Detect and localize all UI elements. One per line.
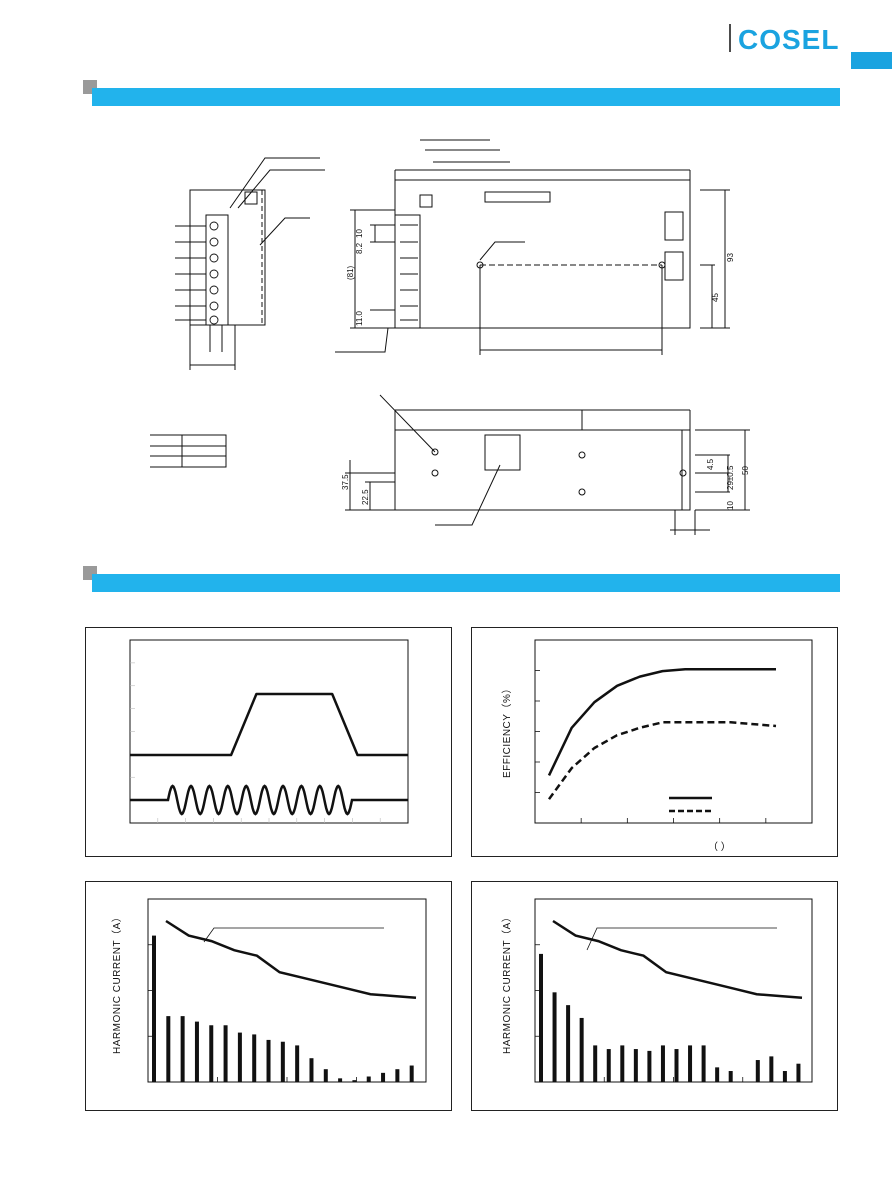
bar (352, 1080, 357, 1082)
harmonic-chart-left-panel: HARMONIC CURRENT（A） (85, 881, 452, 1111)
bar (782, 1071, 787, 1082)
dim-label: 10 (726, 501, 735, 510)
bar (552, 992, 557, 1082)
svg-text:COSEL: COSEL (738, 24, 839, 55)
waveform-chart (129, 639, 409, 824)
bar (769, 1056, 774, 1082)
dim-label: (81) (346, 265, 355, 280)
harmonic-chart-left (147, 898, 427, 1083)
efficiency-chart-panel: （ ） EFFICIENCY（%） (471, 627, 838, 857)
dim-label: 50 (741, 466, 750, 475)
dim-label: 93 (726, 253, 735, 262)
bar (647, 1050, 652, 1082)
dim-label: 4.5 (706, 458, 715, 470)
series-line (130, 692, 408, 757)
dim-label: 22.5 (361, 489, 370, 505)
bar (409, 1065, 414, 1082)
series-line (547, 668, 776, 776)
bar (280, 1041, 285, 1082)
dim-label: 37.5 (341, 474, 350, 490)
bar (323, 1069, 328, 1082)
waveform-chart-panel (85, 627, 452, 857)
bar (701, 1045, 706, 1082)
bar (381, 1072, 386, 1082)
section-header-outline (92, 88, 840, 106)
bar (223, 1025, 228, 1082)
y-axis-label: HARMONIC CURRENT（A） (502, 911, 513, 1054)
dim-label: 29±0.5 (726, 465, 735, 490)
bar (674, 1049, 679, 1082)
y-axis-label: HARMONIC CURRENT（A） (112, 911, 123, 1054)
bar (755, 1060, 760, 1082)
bar (606, 1049, 611, 1082)
page-tab-marker (851, 52, 892, 69)
bar (152, 935, 156, 1082)
bar (252, 1034, 257, 1082)
harmonic-chart-right-panel: HARMONIC CURRENT（A） (471, 881, 838, 1111)
bar (395, 1069, 400, 1082)
plot-frame (534, 639, 813, 824)
dim-label: 10 (355, 229, 364, 238)
bar (796, 1063, 801, 1082)
bar (166, 1016, 171, 1082)
bar (593, 1045, 598, 1082)
efficiency-chart: （ ） (534, 639, 813, 853)
bar (715, 1067, 720, 1082)
bar (266, 1039, 271, 1082)
limit-leader-line (203, 927, 384, 943)
bar (566, 1005, 571, 1082)
bar (237, 1032, 242, 1082)
bar (194, 1021, 199, 1082)
outline-drawing: 10 8.2 (81) 11.0 93 45 37.5 22.5 4.5 29±… (147, 130, 750, 550)
bar (633, 1049, 638, 1082)
limit-leader-line (586, 927, 777, 951)
section-header-performance (92, 574, 840, 592)
bar (688, 1045, 693, 1082)
x-axis-label: （ ） (708, 841, 731, 853)
dim-label: 45 (711, 293, 720, 302)
bar (180, 1016, 185, 1082)
bar (539, 953, 543, 1082)
cosel-logo: COSEL (724, 20, 844, 56)
y-axis-label: EFFICIENCY（%） (502, 683, 513, 778)
bar (660, 1045, 665, 1082)
bar (620, 1045, 625, 1082)
harmonic-chart-right (534, 898, 813, 1083)
bar (209, 1025, 214, 1082)
series-line (547, 721, 777, 800)
series-line (130, 784, 408, 816)
bar (579, 1017, 584, 1082)
bar (366, 1076, 371, 1082)
dim-label: 8.2 (355, 242, 364, 254)
bar (295, 1045, 300, 1082)
dim-label: 11.0 (355, 310, 364, 326)
plot-frame (147, 898, 427, 1083)
bar (728, 1071, 733, 1082)
limit-line (165, 919, 417, 1000)
bar (309, 1058, 314, 1082)
bar (338, 1078, 343, 1082)
plot-frame (534, 898, 813, 1083)
limit-line (552, 919, 803, 1000)
